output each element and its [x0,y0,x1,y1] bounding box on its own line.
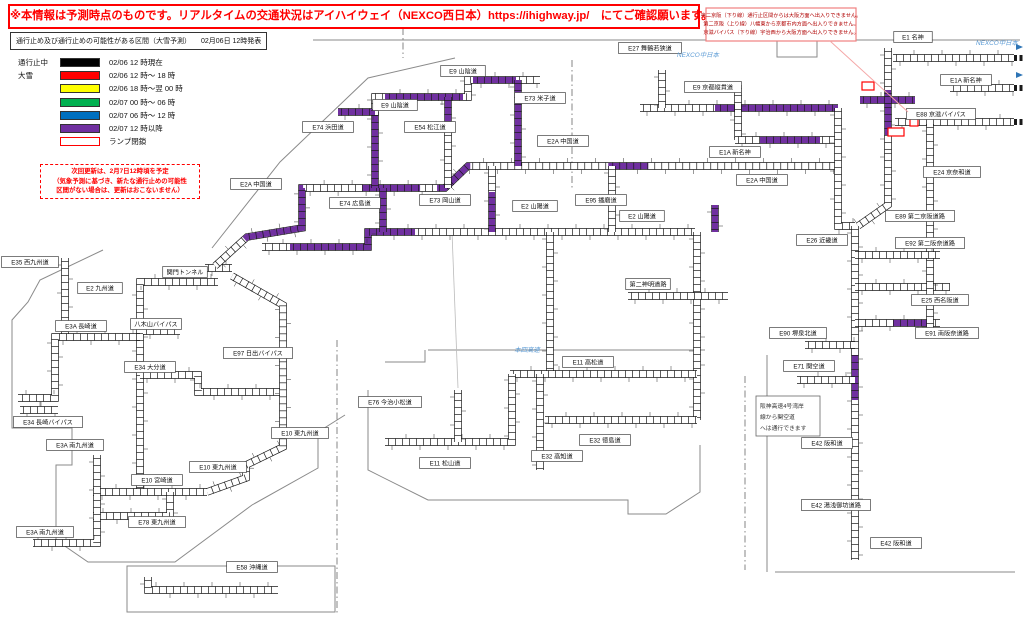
svg-text:E58 沖縄道: E58 沖縄道 [236,564,267,572]
legend-swatch-black [60,58,100,68]
legend-label: ランプ閉鎖 [109,137,147,147]
svg-text:E42 湯浅御坊道路: E42 湯浅御坊道路 [811,502,862,510]
svg-text:阪神高速4号湾岸: 阪神高速4号湾岸 [760,402,804,410]
legend-row: 02/07 00 時～ 06 時 [18,96,183,109]
svg-text:本四高速: 本四高速 [514,346,541,354]
legend-swatch-yellow [60,84,100,94]
map-title: 通行止め及び通行止めの可能性がある区間（大雪予測） [16,38,191,45]
svg-text:E73 米子道: E73 米子道 [524,95,555,103]
svg-text:第二京阪（下り線）通行止区間からは大阪方面へ出入りできません: 第二京阪（下り線）通行止区間からは大阪方面へ出入りできません。 [701,11,862,19]
legend-swatch-red [60,71,100,81]
svg-text:E2 九州道: E2 九州道 [86,285,114,293]
notice-banner: ※本情報は予測時点のものです。リアルタイムの交通状況はアイハイウェイ（NEXCO… [8,4,713,29]
legend: 通行止中 02/06 12 時現在 大雪 02/06 12 時～ 18 時 02… [18,56,183,148]
legend-label: 02/06 18 時～翌 00 時 [109,84,183,94]
svg-text:第二神明道路: 第二神明道路 [629,281,667,289]
svg-text:E76 今治小松道: E76 今治小松道 [368,399,412,407]
svg-text:へは通行できます: へは通行できます [760,424,807,432]
svg-text:E2A 中国道: E2A 中国道 [746,177,778,185]
update-note-line: 区間がない場合は、更新はおこないません） [56,187,184,195]
update-note: 次回更新は、2月7日12時頃を予定 （気象予測に基づき、新たな通行止めの可能性 … [40,164,200,199]
legend-label: 02/06 12 時～ 18 時 [109,71,176,81]
svg-text:E1A 新名神: E1A 新名神 [719,149,751,157]
legend-swatch-blue [60,110,100,120]
svg-text:E78 東九州道: E78 東九州道 [138,519,175,527]
legend-row: 02/07 12 時以降 [18,122,183,135]
svg-text:E54 松江道: E54 松江道 [414,124,445,132]
legend-category: 通行止中 [18,58,48,68]
svg-text:E95 播磨道: E95 播磨道 [585,197,616,205]
svg-text:E27 舞鶴若狭道: E27 舞鶴若狭道 [628,45,672,53]
svg-text:E25 西名阪道: E25 西名阪道 [921,297,958,305]
svg-text:NEXCO中日本: NEXCO中日本 [677,51,720,59]
svg-text:E71 関空道: E71 関空道 [793,363,824,371]
svg-text:E42 阪和道: E42 阪和道 [880,540,911,548]
svg-text:線から関空道: 線から関空道 [760,413,795,421]
legend-row: 通行止中 02/06 12 時現在 [18,56,183,69]
legend-label: 02/07 06 時～ 12 時 [109,110,176,120]
svg-text:E35 西九州道: E35 西九州道 [11,259,48,267]
svg-text:E91 南阪奈道路: E91 南阪奈道路 [925,330,969,338]
legend-swatch-ramp [60,137,100,147]
svg-text:E10 東九州道: E10 東九州道 [281,430,318,438]
update-note-line: （気象予測に基づき、新たな通行止めの可能性 [53,177,187,185]
svg-text:E2A 中国道: E2A 中国道 [547,138,579,146]
svg-text:八木山バイパス: 八木山バイパス [134,321,177,329]
svg-text:E10 東九州道: E10 東九州道 [199,464,236,472]
svg-text:E9 山陰道: E9 山陰道 [381,102,409,110]
svg-text:E11 松山道: E11 松山道 [430,460,461,468]
svg-text:E9 山陰道: E9 山陰道 [449,68,477,76]
svg-text:E26 近畿道: E26 近畿道 [806,237,837,245]
svg-text:京滋バイパス（下り線）宇治西から大阪方面へ出入りできません。: 京滋バイパス（下り線）宇治西から大阪方面へ出入りできません。 [703,28,858,36]
svg-text:E97 日出バイパス: E97 日出バイパス [233,350,283,358]
legend-row: ランプ閉鎖 [18,135,183,148]
svg-text:E1 名神: E1 名神 [902,34,924,42]
svg-text:E9 京都縦貫道: E9 京都縦貫道 [693,84,733,92]
legend-swatch-green [60,97,100,107]
svg-text:E11 高松道: E11 高松道 [573,359,604,367]
svg-text:E34 大分道: E34 大分道 [134,364,165,372]
svg-text:E74 広島道: E74 広島道 [339,200,370,208]
svg-text:E10 宮崎道: E10 宮崎道 [141,477,172,485]
svg-text:E32 徳島道: E32 徳島道 [589,437,620,445]
legend-row: 02/06 18 時～翌 00 時 [18,82,183,95]
svg-text:NEXCO中日本: NEXCO中日本 [976,39,1019,47]
svg-text:E90 堺泉北道: E90 堺泉北道 [779,330,816,338]
legend-row: 02/07 06 時～ 12 時 [18,109,183,122]
svg-text:E92 第二阪奈道路: E92 第二阪奈道路 [905,240,956,248]
svg-text:E73 岡山道: E73 岡山道 [429,197,460,205]
svg-text:E1A 新名神: E1A 新名神 [950,77,982,85]
legend-label: 02/06 12 時現在 [109,58,163,68]
legend-category: 大雪 [18,71,33,81]
map-title-box: 通行止め及び通行止めの可能性がある区間（大雪予測） 02月06日 12時発表 [10,32,268,50]
svg-text:E3A 長崎道: E3A 長崎道 [65,323,97,331]
svg-text:E42 阪和道: E42 阪和道 [811,440,842,448]
svg-text:関門トンネル: 関門トンネル [166,270,203,277]
svg-text:E2 山陽道: E2 山陽道 [521,203,549,211]
legend-swatch-purple [60,124,100,134]
legend-row: 大雪 02/06 12 時～ 18 時 [18,69,183,82]
svg-text:E34 長崎バイパス: E34 長崎バイパス [23,419,73,427]
legend-label: 02/07 12 時以降 [109,124,163,134]
svg-text:E3A 南九州道: E3A 南九州道 [26,529,64,537]
issued-at: 02月06日 12時発表 [201,38,262,45]
update-note-line: 次回更新は、2月7日12時頃を予定 [71,168,169,175]
svg-text:E3A 南九州道: E3A 南九州道 [56,442,94,450]
svg-text:E2 山陽道: E2 山陽道 [628,213,656,221]
svg-text:E32 高知道: E32 高知道 [541,453,572,461]
svg-text:第二京阪（上り線）八幡東から京都市内方面へ出入りできません。: 第二京阪（上り線）八幡東から京都市内方面へ出入りできません。 [703,20,858,28]
svg-text:E74 浜田道: E74 浜田道 [312,124,343,132]
svg-text:E2A 中国道: E2A 中国道 [240,181,272,189]
svg-text:E88 京滋バイパス: E88 京滋バイパス [916,111,966,119]
svg-text:E24 京奈和道: E24 京奈和道 [933,169,970,177]
svg-text:E89 第二京阪道路: E89 第二京阪道路 [895,213,946,221]
legend-label: 02/07 00 時～ 06 時 [109,97,176,107]
